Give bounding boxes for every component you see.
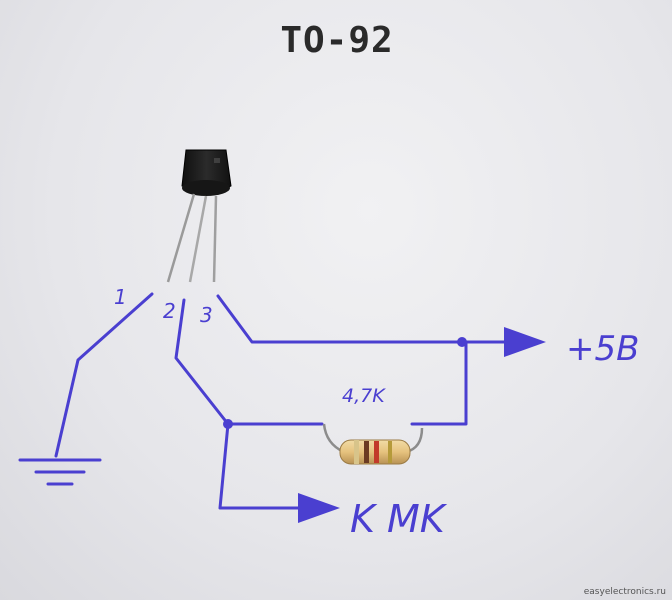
output-label: K MK [350, 497, 448, 541]
page-title: TO-92 [280, 20, 393, 61]
pin-2-label: 2 [163, 299, 176, 323]
wire-pin3-supply [216, 294, 464, 344]
wire-resistor-supply [410, 340, 468, 426]
resistor-label: 4,7K [342, 385, 386, 407]
ground-symbol [18, 458, 102, 486]
pin-3-label: 3 [200, 303, 213, 327]
pin-1-label: 1 [114, 285, 127, 309]
supply-label: +5B [566, 329, 639, 369]
wire-output [218, 422, 340, 523]
resistor-4k7 [322, 423, 424, 465]
wire-pin1-ground [54, 292, 154, 458]
transistor-to92 [166, 149, 232, 283]
watermark: easyelectronics.ru [584, 587, 666, 597]
wire-pin2 [174, 298, 230, 426]
